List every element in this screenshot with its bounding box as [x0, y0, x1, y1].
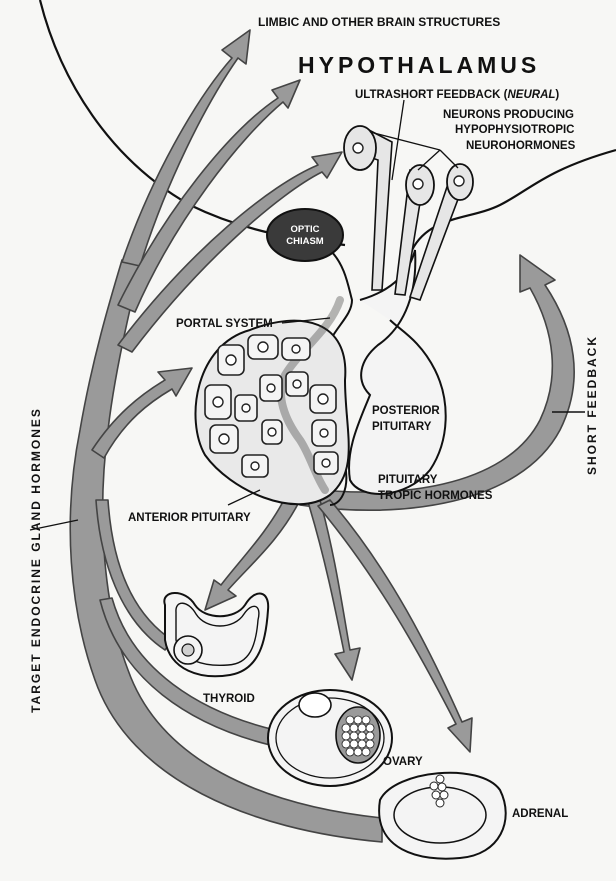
ultrashort-suffix: ): [555, 89, 559, 101]
label-posterior-line2: PITUITARY: [372, 421, 432, 433]
ovary-gland: [268, 690, 392, 786]
label-anterior-pituitary: ANTERIOR PITUITARY: [128, 512, 251, 524]
label-optic-line1: OPTIC: [290, 224, 319, 235]
ultrashort-neural: NEURAL: [507, 89, 555, 101]
ultrashort-prefix: ULTRASHORT FEEDBACK (: [355, 89, 508, 101]
label-neurons-line3: NEUROHORMONES: [466, 140, 576, 152]
optic-chiasm: [267, 209, 343, 261]
label-tropic-line1: PITUITARY: [378, 474, 438, 486]
hypothalamic-neurons: [344, 126, 473, 300]
label-tropic-line2: TROPIC HORMONES: [378, 490, 493, 502]
label-optic-line2: CHIASM: [286, 236, 324, 247]
adrenal-gland: [379, 773, 506, 859]
label-hypothalamus: HYPOTHALAMUS: [298, 52, 540, 78]
label-short-feedback: SHORT FEEDBACK: [585, 335, 599, 475]
label-limbic: LIMBIC AND OTHER BRAIN STRUCTURES: [258, 15, 500, 29]
label-ovary: OVARY: [383, 756, 423, 768]
label-neurons-line2: HYPOPHYSIOTROPIC: [455, 124, 575, 136]
label-posterior-line1: POSTERIOR: [372, 405, 440, 417]
label-thyroid: THYROID: [203, 693, 255, 705]
label-neurons-line1: NEURONS PRODUCING: [443, 109, 574, 121]
label-adrenal: ADRENAL: [512, 808, 568, 820]
label-ultrashort-feedback: ULTRASHORT FEEDBACK (NEURAL): [355, 89, 559, 101]
label-portal-system: PORTAL SYSTEM: [176, 318, 273, 330]
label-target-hormones: TARGET ENDOCRINE GLAND HORMONES: [29, 407, 43, 713]
